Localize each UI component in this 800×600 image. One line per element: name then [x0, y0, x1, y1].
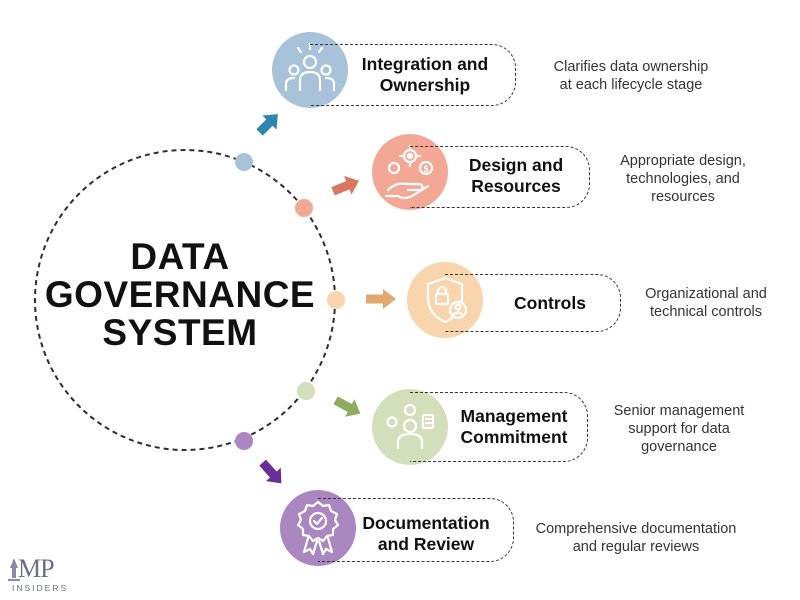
item-desc-line: Comprehensive documentation	[535, 521, 737, 537]
mp-insiders-logo: MP INSIDERS	[6, 556, 76, 596]
connector-dot-controls	[327, 291, 345, 309]
item-desc-documentation: Comprehensive documentation and regular …	[514, 520, 758, 556]
item-title-management: Management Commitment	[450, 406, 578, 448]
pill-documentation	[318, 498, 514, 562]
item-desc-line: at each lifecycle stage	[559, 77, 703, 93]
arrow-integration	[256, 114, 278, 136]
pill-design	[410, 146, 590, 208]
item-desc-line: Organizational and	[645, 286, 767, 302]
item-desc-line: Appropriate design,	[620, 153, 746, 169]
item-desc-line: support for data	[628, 421, 730, 437]
connector-dot-integration	[235, 153, 253, 171]
item-desc-line: Clarifies data ownership	[553, 59, 709, 75]
center-title-line: DATA	[130, 236, 230, 277]
item-title-line: Controls	[514, 293, 586, 313]
arrow-management	[333, 396, 361, 417]
logo-word: INSIDERS	[12, 583, 69, 593]
item-desc-line: and regular reviews	[572, 539, 700, 555]
item-title-line: Commitment	[460, 427, 568, 447]
item-title-integration: Integration and Ownership	[350, 54, 500, 96]
item-desc-line: resources	[651, 189, 715, 205]
item-desc-design: Appropriate design, technologies, and re…	[598, 152, 768, 206]
item-desc-controls: Organizational and technical controls	[626, 285, 786, 321]
connector-dot-design	[295, 199, 313, 217]
item-title-line: Management	[460, 406, 568, 426]
item-title-line: Resources	[471, 176, 561, 196]
item-title-line: Ownership	[379, 75, 471, 95]
item-title-design: Design and Resources	[452, 155, 580, 197]
item-title-line: Integration and	[361, 54, 489, 74]
item-desc-line: technical controls	[649, 304, 763, 320]
item-desc-management: Senior management support for data gover…	[596, 402, 762, 456]
item-title-documentation: Documentation and Review	[354, 513, 498, 555]
connector-dot-documentation	[235, 432, 253, 450]
item-title-line: and Review	[377, 534, 475, 554]
pill-integration	[310, 44, 516, 106]
center-title-line: SYSTEM	[102, 312, 258, 353]
arrow-documentation	[259, 459, 282, 484]
logo-lamp-icon	[8, 558, 20, 581]
item-desc-line: governance	[641, 439, 717, 455]
manager-gears-icon	[386, 403, 435, 450]
connector-dot-management	[297, 382, 315, 400]
item-desc-line: Senior management	[613, 403, 745, 419]
item-title-line: Design and	[468, 155, 564, 175]
center-title-line: GOVERNANCE	[44, 274, 316, 315]
pill-management	[410, 392, 588, 462]
logo-mark: MP	[18, 554, 55, 583]
arrow-design	[331, 175, 359, 196]
item-title-controls: Controls	[490, 293, 610, 314]
center-title: DATA GOVERNANCE SYSTEM	[40, 238, 320, 352]
pill-controls	[445, 274, 621, 332]
item-desc-integration: Clarifies data ownership at each lifecyc…	[526, 58, 736, 94]
item-desc-line: technologies, and	[626, 171, 740, 187]
arrow-controls	[366, 289, 396, 309]
item-title-line: Documentation	[362, 513, 490, 533]
